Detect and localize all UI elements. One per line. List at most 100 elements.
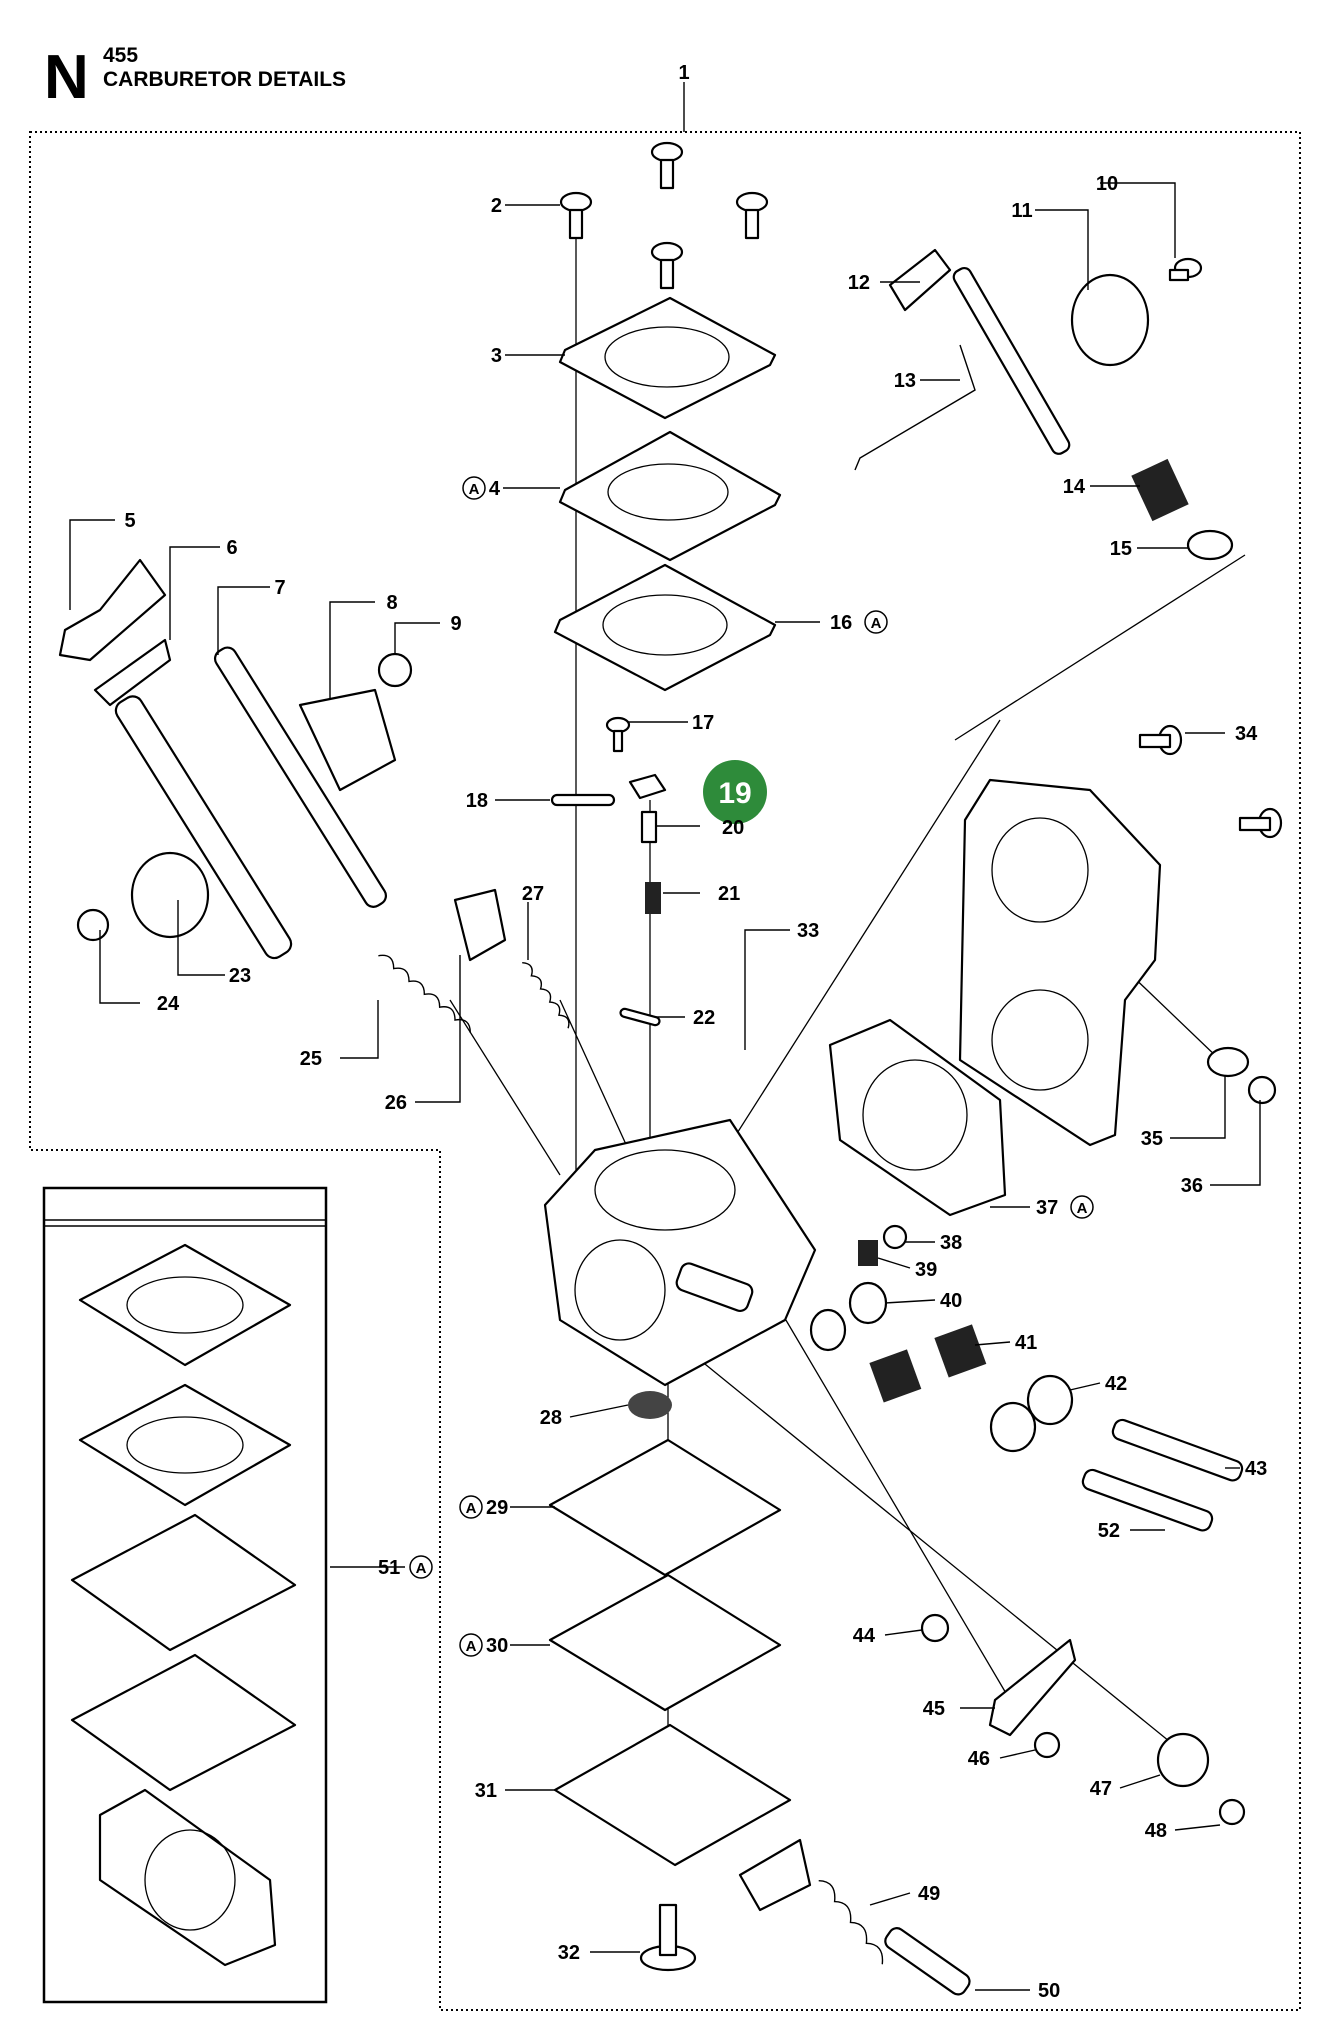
label-39: 39	[915, 1259, 937, 1281]
label-38: 38	[940, 1232, 962, 1254]
label-20: 20	[722, 817, 744, 839]
label-16: 16	[830, 612, 852, 634]
lever-shaft	[619, 1007, 661, 1027]
screw-icon	[1218, 1798, 1246, 1826]
label-29: 29	[486, 1497, 508, 1519]
metering-lever	[628, 773, 667, 800]
link-rod	[854, 344, 976, 471]
check-ball	[882, 1224, 908, 1250]
alignment-line	[954, 554, 1246, 741]
choke-bushing	[1156, 1732, 1210, 1788]
highlight-badge	[703, 760, 767, 824]
highlighted-part-19[interactable]: 19	[703, 760, 767, 824]
label-26: 26	[385, 1092, 407, 1114]
label-52: 52	[1098, 1520, 1120, 1542]
label-15: 15	[1110, 538, 1132, 560]
screw-icon	[735, 191, 769, 240]
label-18: 18	[466, 790, 488, 812]
choke-shaft	[213, 646, 388, 908]
return-spring	[378, 954, 472, 1033]
label-17: 17	[692, 712, 714, 734]
kit-diaphragm	[78, 1243, 292, 1367]
screw-icon	[605, 716, 631, 753]
label-14: 14	[1063, 476, 1086, 498]
screw-icon	[377, 652, 413, 688]
shaft-spring	[1131, 458, 1189, 522]
needle-limiter-cap	[989, 1401, 1037, 1453]
metering-diaphragm	[548, 1438, 782, 1577]
label-34: 34	[1235, 723, 1258, 745]
choke-valve	[130, 851, 210, 939]
label-37: 37	[1036, 1197, 1058, 1219]
needle-seal	[809, 1308, 847, 1352]
carburetor-body	[543, 1118, 817, 1387]
label-37-group: 37 A	[1036, 1195, 1094, 1219]
label-1: 1	[678, 62, 689, 84]
intake-adapter	[958, 778, 1162, 1147]
label-36: 36	[1181, 1175, 1203, 1197]
throttle-valve	[298, 688, 397, 792]
label-2: 2	[491, 195, 502, 217]
throttle-lever-arm	[888, 248, 952, 312]
pump-diaphragm	[558, 430, 782, 562]
throttle-plate	[1070, 273, 1150, 367]
idle-spring	[818, 1879, 884, 1965]
label-41: 41	[1015, 1332, 1037, 1354]
label-29-group: A 29	[459, 1495, 508, 1519]
screw-icon	[639, 1903, 697, 1972]
needle-spring	[869, 1349, 922, 1403]
choke-plate	[93, 638, 172, 707]
alignment-line	[449, 999, 561, 1176]
label-47: 47	[1090, 1778, 1112, 1800]
label-25: 25	[300, 1048, 322, 1070]
screw-icon	[650, 141, 684, 190]
label-8: 8	[386, 592, 397, 614]
needle-limiter-cap	[1026, 1374, 1074, 1426]
label-27: 27	[522, 883, 544, 905]
screw-icon	[1168, 257, 1203, 282]
shaft-bushing	[1186, 529, 1234, 561]
circlip	[920, 1613, 950, 1643]
model-number: 455	[103, 44, 138, 67]
label-3: 3	[491, 345, 502, 367]
idle-screw-boss	[738, 1838, 812, 1912]
label-48: 48	[1145, 1820, 1167, 1842]
choke-spring	[522, 962, 570, 1029]
kit-marker: A	[416, 1560, 427, 1577]
label-16-group: 16 A	[830, 610, 888, 634]
circlip	[1247, 1075, 1277, 1105]
label-46: 46	[968, 1748, 990, 1770]
intake-gasket	[828, 1018, 1007, 1217]
idle-screw	[884, 1927, 971, 1996]
alignment-line	[719, 719, 1001, 1161]
label-4-group: A 4	[462, 476, 501, 500]
label-28: 28	[540, 1407, 562, 1429]
screw-icon	[559, 191, 593, 240]
kit-gasket	[78, 1383, 292, 1507]
label-31: 31	[475, 1780, 497, 1802]
pump-gasket	[553, 563, 777, 692]
leader-lines	[69, 82, 1261, 1991]
screw-icon	[1238, 807, 1283, 839]
kit-marker: A	[466, 1500, 477, 1517]
label-6: 6	[226, 537, 237, 559]
label-11: 11	[1011, 200, 1032, 222]
throttle-rod	[952, 266, 1071, 455]
throttle-shaft	[114, 695, 293, 960]
bushing	[1206, 1046, 1250, 1078]
gasket-kit-box	[42, 1186, 328, 2004]
choke-lever	[988, 1638, 1077, 1737]
label-30-group: A 30	[459, 1633, 508, 1657]
lever-arm	[453, 888, 507, 962]
label-30: 30	[486, 1635, 508, 1657]
label-21: 21	[718, 883, 740, 905]
label-13: 13	[894, 370, 916, 392]
page-title: CARBURETOR DETAILS	[103, 68, 346, 91]
inlet-needle	[640, 810, 658, 844]
label-35: 35	[1141, 1128, 1163, 1150]
label-51-group: 51 A	[378, 1555, 433, 1579]
lever-spring	[645, 882, 661, 914]
low-speed-needle	[1081, 1468, 1214, 1532]
label-5: 5	[124, 510, 135, 532]
